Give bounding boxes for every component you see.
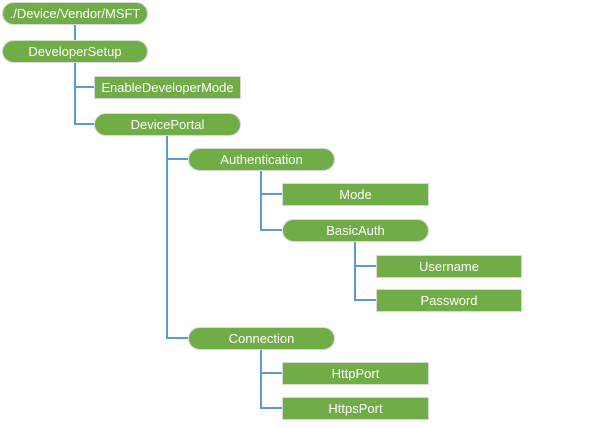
tree-node-mode: Mode xyxy=(282,183,429,206)
connector-elbow-authentication xyxy=(167,158,188,160)
connector-elbow-httpsport xyxy=(261,407,282,409)
connector-elbow-password xyxy=(355,299,376,301)
connector-authentication-trunk xyxy=(260,171,262,231)
tree-node-connection: Connection xyxy=(188,327,335,350)
connector-elbow-deviceportal xyxy=(75,123,94,125)
connector-elbow-connection xyxy=(167,337,188,339)
tree-node-basic-auth: BasicAuth xyxy=(282,219,429,242)
tree-node-username: Username xyxy=(376,255,522,278)
connector-elbow-enabledevelopermode xyxy=(75,86,94,88)
tree-node-msft-root: ./Device/Vendor/MSFT xyxy=(2,2,148,25)
connector-connection-trunk xyxy=(260,350,262,409)
tree-node-enable-developer-mode: EnableDeveloperMode xyxy=(94,76,241,99)
tree-node-developer-setup: DeveloperSetup xyxy=(2,40,148,63)
tree-node-https-port: HttpsPort xyxy=(282,397,429,420)
connector-elbow-basicauth xyxy=(261,229,282,231)
connector-basicauth-trunk xyxy=(354,242,356,301)
connector-elbow-httpport xyxy=(261,372,282,374)
connector-deviceportal-trunk xyxy=(166,136,168,339)
tree-node-password: Password xyxy=(376,289,522,312)
connector-elbow-mode xyxy=(261,193,282,195)
connector-elbow-username xyxy=(355,265,376,267)
connector-developersetup-trunk xyxy=(74,63,76,125)
tree-node-authentication: Authentication xyxy=(188,148,335,171)
connector-root-to-developersetup xyxy=(74,25,76,40)
tree-node-device-portal: DevicePortal xyxy=(94,113,241,136)
tree-node-http-port: HttpPort xyxy=(282,362,429,385)
